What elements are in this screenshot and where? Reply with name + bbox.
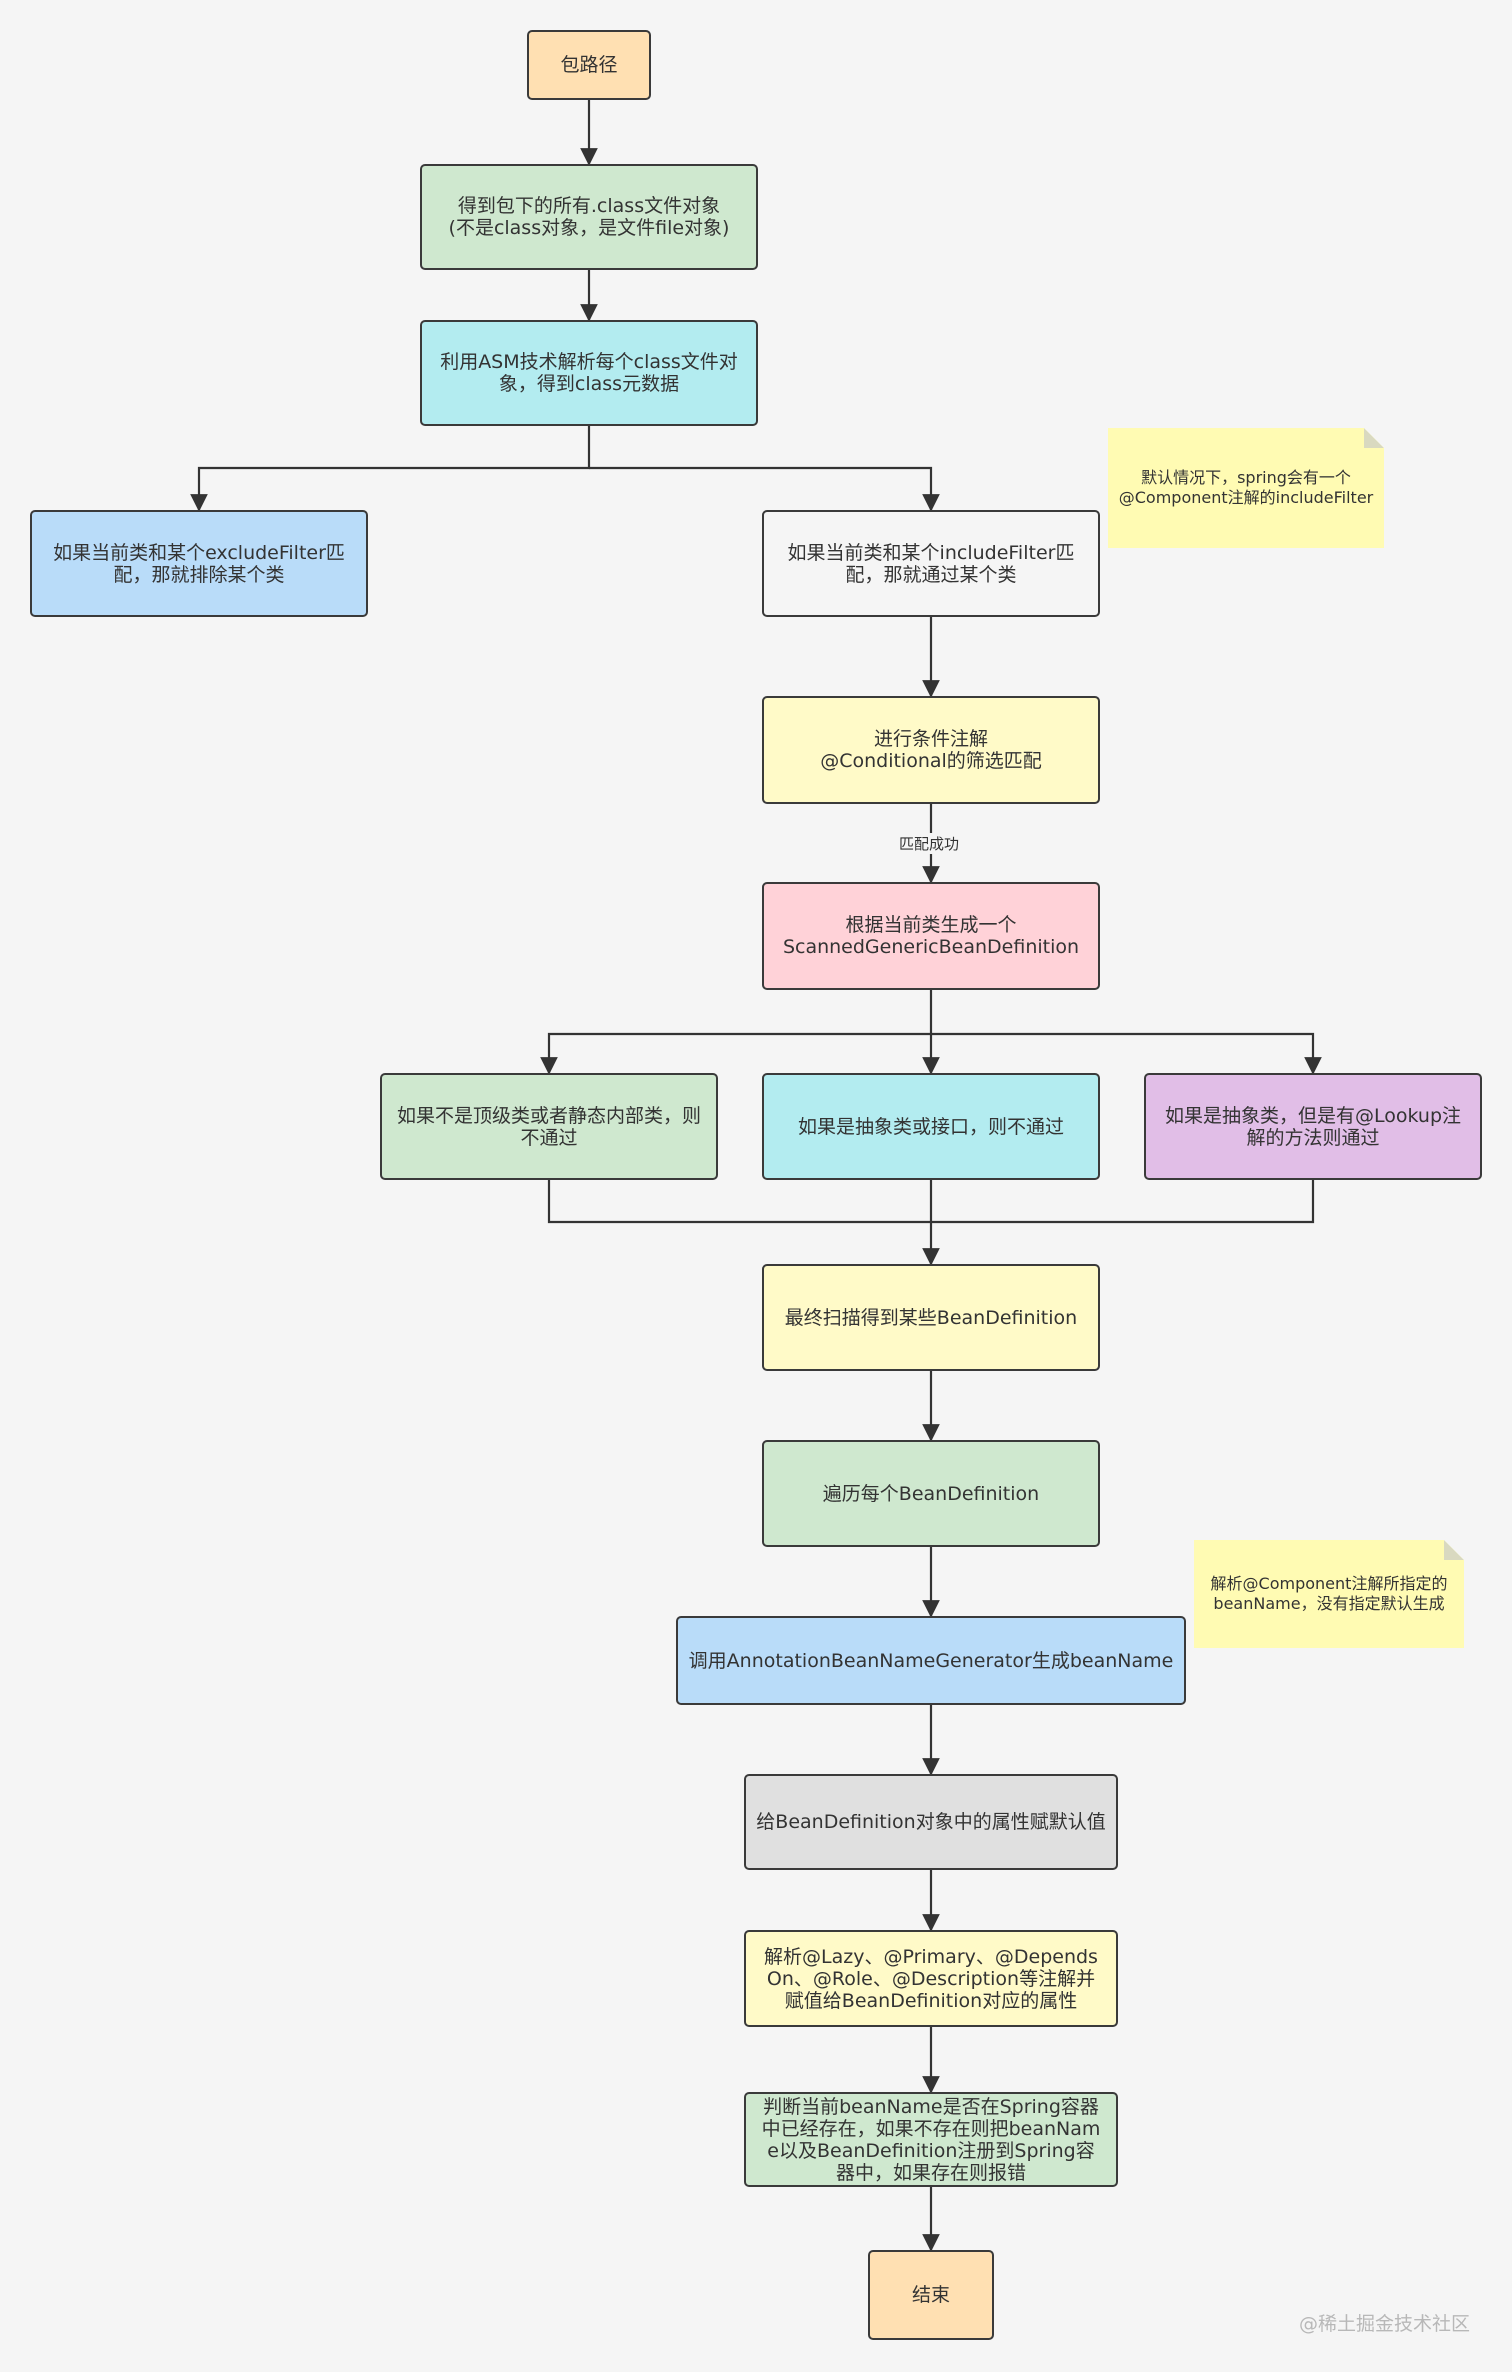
include-filter-note: 默认情况下，spring会有一个@Component注解的includeFilt… [1108, 428, 1384, 548]
register-node: 判断当前beanName是否在Spring容器中已经存在，如果不存在则把bean… [744, 2092, 1118, 2187]
exclude-filter-node: 如果当前类和某个excludeFilter匹配，那就排除某个类 [30, 510, 368, 617]
end-node: 结束 [868, 2250, 994, 2340]
edge-asm-to-exclude [190, 426, 591, 512]
edge-lookup-to-final [931, 1180, 1315, 1224]
parse-annotations-node: 解析@Lazy、@Primary、@DependsOn、@Role、@Descr… [744, 1930, 1118, 2027]
edge-generate-to-not-top-level [540, 990, 933, 1075]
bean-name-note-text: 解析@Component注解所指定的beanName，没有指定默认生成 [1210, 1574, 1448, 1613]
edge-not-top-level-to-final [547, 1180, 931, 1224]
abstract-or-interface-node: 如果是抽象类或接口，则不通过 [762, 1073, 1100, 1180]
include-filter-note-text: 默认情况下，spring会有一个@Component注解的includeFilt… [1118, 468, 1374, 507]
iterate-bd-node: 遍历每个BeanDefinition [762, 1440, 1100, 1547]
get-class-files-node: 得到包下的所有.class文件对象 (不是class对象，是文件file对象) [420, 164, 758, 270]
start-node: 包路径 [527, 30, 651, 100]
final-bds-node: 最终扫描得到某些BeanDefinition [762, 1264, 1100, 1371]
bean-name-note: 解析@Component注解所指定的beanName，没有指定默认生成 [1194, 1540, 1464, 1648]
generate-bd-node: 根据当前类生成一个 ScannedGenericBeanDefinition [762, 882, 1100, 990]
asm-parse-node: 利用ASM技术解析每个class文件对象，得到class元数据 [420, 320, 758, 426]
conditional-node: 进行条件注解 @Conditional的筛选匹配 [762, 696, 1100, 804]
default-values-node: 给BeanDefinition对象中的属性赋默认值 [744, 1774, 1118, 1870]
edge-asm-to-include [589, 466, 940, 512]
bean-name-generator-node: 调用AnnotationBeanNameGenerator生成beanName [676, 1616, 1186, 1705]
edge-generate-to-lookup [931, 1032, 1322, 1075]
abstract-lookup-node: 如果是抽象类，但是有@Lookup注解的方法则通过 [1144, 1073, 1482, 1180]
not-top-level-node: 如果不是顶级类或者静态内部类，则不通过 [380, 1073, 718, 1180]
match-success-label: 匹配成功 [897, 833, 962, 854]
include-filter-node: 如果当前类和某个includeFilter匹配，那就通过某个类 [762, 510, 1100, 617]
watermark: @稀土掘金技术社区 [1298, 2313, 1470, 2335]
